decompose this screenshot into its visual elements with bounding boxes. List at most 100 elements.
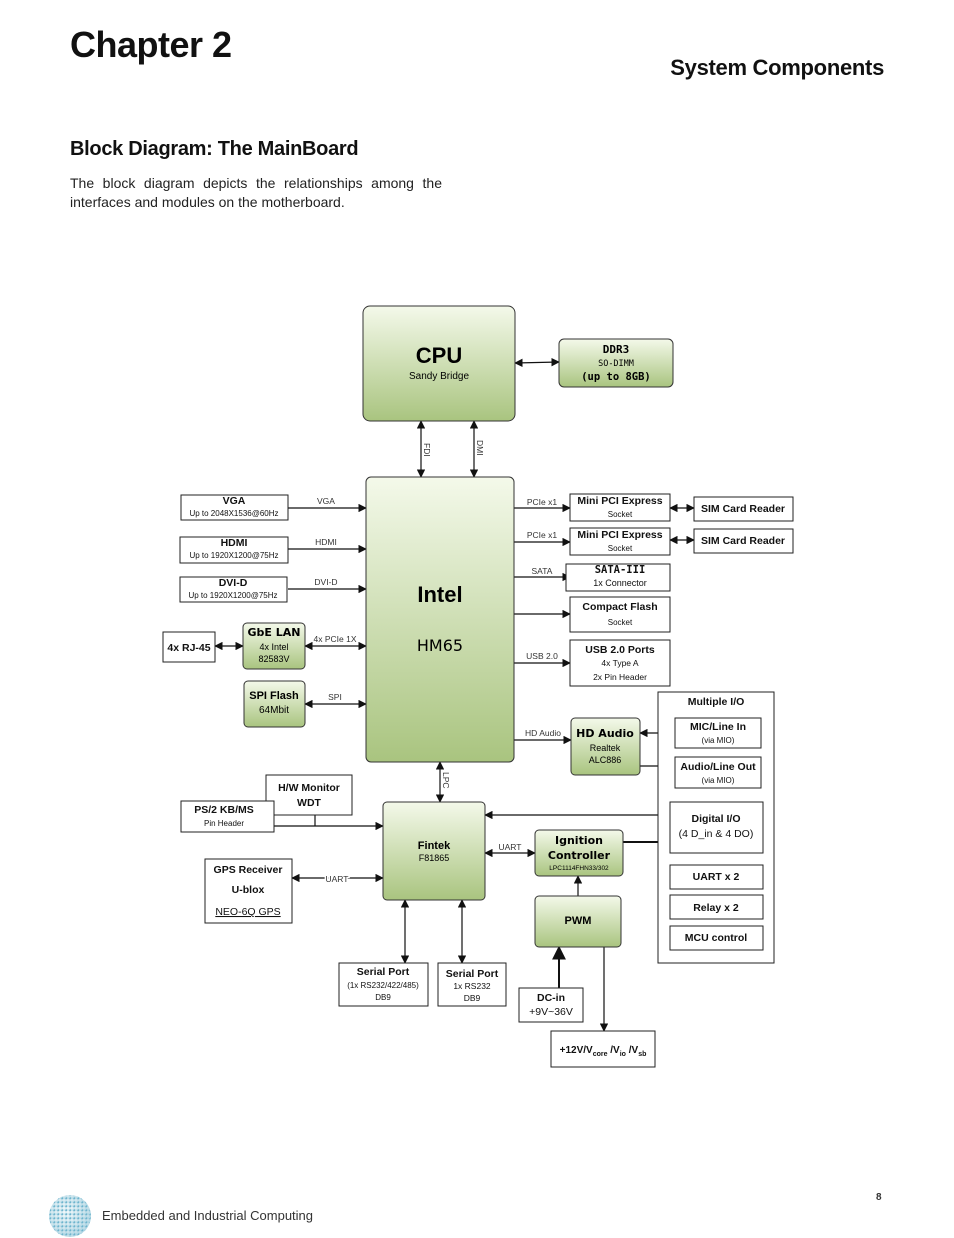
link-label-lpc: LPC bbox=[441, 772, 451, 789]
link-label-usb: USB 2.0 bbox=[526, 651, 558, 661]
cf-sub: Socket bbox=[608, 618, 633, 627]
ps2-sub: Pin Header bbox=[204, 819, 244, 828]
ddr3-block: DDR3 SO-DIMM (up to 8GB) bbox=[558, 338, 674, 388]
spi-sub: 64Mbit bbox=[259, 705, 289, 716]
digitalio-sub: (4 D_in & 4 DO) bbox=[679, 828, 754, 840]
spi-flash-block: SPI Flash 64Mbit bbox=[243, 680, 306, 728]
connector-lines bbox=[214, 357, 695, 1032]
digitalio-title: Digital I/O bbox=[691, 813, 740, 825]
hwmon-title: H/W Monitor bbox=[278, 782, 340, 794]
pwm-block: PWM bbox=[534, 895, 622, 948]
pch-model: HM65 bbox=[417, 636, 463, 655]
gps-sub1: U-blox bbox=[232, 884, 265, 896]
ignition-title1: Ignition bbox=[555, 834, 603, 847]
description-paragraph: The block diagram depicts the relationsh… bbox=[70, 175, 442, 210]
micin-sub: (via MIO) bbox=[702, 736, 735, 745]
power-rails-label: +12V/Vcore /Vio /Vsb bbox=[560, 1045, 647, 1058]
gbe-sub1: 4x Intel bbox=[259, 642, 288, 652]
mpcie1-sub: Socket bbox=[608, 510, 633, 519]
audioout-title: Audio/Line Out bbox=[680, 761, 756, 773]
dvid-title: DVI-D bbox=[219, 577, 248, 589]
link-label-dmi: DMI bbox=[475, 440, 485, 456]
fintek-sub: F81865 bbox=[419, 853, 450, 863]
serial2-sub1: 1x RS232 bbox=[453, 981, 491, 991]
pch-title: Intel bbox=[417, 582, 462, 607]
serial2-sub2: DB9 bbox=[464, 993, 481, 1003]
mpcie1-title: Mini PCI Express bbox=[577, 495, 662, 507]
chapter-title: Chapter 2 bbox=[70, 24, 232, 65]
ddr3-capacity: (up to 8GB) bbox=[581, 371, 651, 383]
link-label-hdaudio: HD Audio bbox=[525, 728, 561, 738]
serial1-sub2: DB9 bbox=[375, 993, 391, 1002]
usb-title: USB 2.0 Ports bbox=[585, 644, 655, 656]
serial1-sub1: (1x RS232/422/485) bbox=[347, 981, 419, 990]
sata-sub: 1x Connector bbox=[593, 578, 647, 588]
ignition-sub: LPC1114FHN33/302 bbox=[549, 865, 609, 872]
mpcie2-sub: Socket bbox=[608, 544, 633, 553]
sim1-label: SIM Card Reader bbox=[701, 503, 785, 515]
pch-block: Intel HM65 bbox=[365, 476, 515, 763]
relay-label: Relay x 2 bbox=[693, 902, 739, 914]
link-label-pcie1: PCIe x1 bbox=[527, 497, 558, 507]
link-label-pcie2: PCIe x1 bbox=[527, 530, 558, 540]
hdaudio-sub1: Realtek bbox=[590, 743, 621, 753]
mpcie2-title: Mini PCI Express bbox=[577, 529, 662, 541]
company-logo bbox=[49, 1195, 91, 1237]
multiio-title: Multiple I/O bbox=[688, 696, 745, 708]
hdmi-title: HDMI bbox=[221, 537, 248, 549]
hwmon-sub: WDT bbox=[297, 797, 321, 809]
link-label-dvid: DVI-D bbox=[314, 577, 337, 587]
link-label-sata: SATA bbox=[532, 566, 553, 576]
cpu-title: CPU bbox=[416, 343, 462, 368]
peripheral-labels: VGA Up to 2048X1536@60Hz HDMI Up to 1920… bbox=[167, 495, 785, 1058]
spi-title: SPI Flash bbox=[249, 690, 299, 702]
mcu-label: MCU control bbox=[685, 932, 747, 944]
gbe-sub2: 82583V bbox=[258, 654, 289, 664]
link-label-vga: VGA bbox=[317, 496, 335, 506]
usb-sub2: 2x Pin Header bbox=[593, 672, 647, 682]
cf-title: Compact Flash bbox=[582, 601, 657, 613]
footer-text: Embedded and Industrial Computing bbox=[102, 1208, 314, 1223]
link-label-fdi: FDI bbox=[422, 443, 432, 457]
rj45-label: 4x RJ-45 bbox=[167, 642, 210, 654]
hdaudio-title: HD Audio bbox=[576, 727, 634, 740]
audioout-sub: (via MIO) bbox=[702, 776, 735, 785]
gbe-lan-block: GbE LAN 4x Intel 82583V bbox=[242, 622, 306, 670]
serial2-title: Serial Port bbox=[446, 968, 499, 980]
dvid-sub: Up to 1920X1200@75Hz bbox=[188, 591, 277, 600]
sim2-label: SIM Card Reader bbox=[701, 535, 785, 547]
gps-sub2: NEO-6Q GPS bbox=[215, 906, 280, 918]
pwm-title: PWM bbox=[565, 915, 592, 927]
subheading: Block Diagram: The MainBoard bbox=[70, 138, 359, 160]
dcin-title: DC-in bbox=[537, 992, 565, 1004]
vga-sub: Up to 2048X1536@60Hz bbox=[189, 509, 278, 518]
ignition-controller-block: Ignition Controller LPC1114FHN33/302 bbox=[534, 829, 624, 877]
serial1-title: Serial Port bbox=[357, 966, 410, 978]
micin-title: MIC/Line In bbox=[690, 721, 746, 733]
sata-title: SATA-III bbox=[595, 564, 646, 576]
link-label-spi: SPI bbox=[328, 692, 342, 702]
ps2-title: PS/2 KB/MS bbox=[194, 804, 254, 816]
link-labels: VGA HDMI DVI-D 4x PCIe 1X SPI PCIe x1 PC… bbox=[314, 440, 562, 886]
fintek-title: Fintek bbox=[418, 840, 451, 852]
cpu-subtitle: Sandy Bridge bbox=[409, 371, 469, 382]
link-label-uart-ignition: UART bbox=[499, 842, 522, 852]
link-label-uart-gps: UART bbox=[326, 874, 349, 884]
link-label-hdmi: HDMI bbox=[315, 537, 337, 547]
hdaudio-sub2: ALC886 bbox=[589, 755, 622, 765]
gbe-title: GbE LAN bbox=[248, 626, 301, 639]
cpu-block: CPU Sandy Bridge bbox=[362, 305, 516, 422]
vga-title: VGA bbox=[223, 495, 246, 507]
page-number: 8 bbox=[876, 1192, 882, 1203]
section-title: System Components bbox=[670, 55, 884, 80]
link-label-gbe: 4x PCIe 1X bbox=[314, 634, 357, 644]
dcin-sub: +9V~36V bbox=[529, 1006, 573, 1018]
gps-title: GPS Receiver bbox=[214, 864, 283, 876]
fintek-block: Fintek F81865 bbox=[382, 801, 486, 901]
ddr3-title: DDR3 bbox=[603, 343, 630, 356]
hdmi-sub: Up to 1920X1200@75Hz bbox=[189, 551, 278, 560]
usb-sub1: 4x Type A bbox=[601, 658, 639, 668]
peripheral-boxes bbox=[162, 493, 794, 1068]
uart2-label: UART x 2 bbox=[693, 871, 740, 883]
